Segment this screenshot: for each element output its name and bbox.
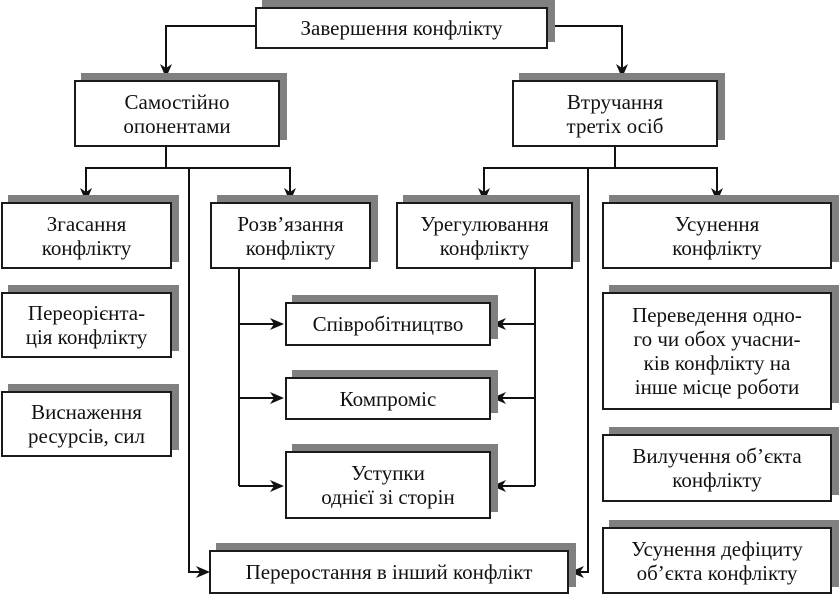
node-label: Переростання в інший конфлікт	[245, 560, 533, 584]
connector-self-escalation	[188, 168, 204, 573]
node-root: Завершення конфлікту	[255, 7, 548, 49]
node-label: Вилучення об’єкта конфлікту	[632, 444, 802, 492]
node-root-label: Завершення конфлікту	[300, 16, 503, 40]
node-label: Переведення одно- го чи обох учасни- ків…	[632, 303, 802, 399]
node-resolution: Розв’язання конфлікту	[210, 202, 371, 269]
node-reorientation: Переорієнта- ція конфлікту	[1, 292, 172, 358]
node-label: Усунення дефіциту об’єкта конфлікту	[631, 536, 803, 585]
node-cooperation: Співробітництво	[285, 302, 491, 346]
arrow-head	[196, 566, 210, 578]
arrow-head	[616, 64, 628, 78]
connector-root-left	[165, 25, 255, 70]
arrow-head	[711, 188, 723, 202]
connector-third-bar	[483, 167, 718, 196]
arrow-head	[492, 392, 506, 404]
arrow-head	[478, 188, 490, 202]
node-label: Уступки однієї зі сторін	[321, 461, 455, 509]
node-fading: Згасання конфлікту	[1, 202, 172, 269]
node-label: Урегулювання конфлікту	[420, 211, 549, 260]
arrow-head	[570, 566, 584, 578]
node-label: Компроміс	[339, 386, 437, 411]
node-label: Переорієнта- ція конфлікту	[25, 301, 148, 349]
node-settlement: Урегулювання конфлікту	[396, 202, 573, 269]
node-label: Розв’язання конфлікту	[237, 211, 344, 260]
node-concession: Уступки однієї зі сторін	[285, 451, 491, 519]
arrow-head	[270, 318, 284, 330]
node-label: Втручання третіх осіб	[566, 89, 664, 138]
node-label: Згасання конфлікту	[41, 211, 132, 260]
node-label: Самостійно опонентами	[123, 89, 231, 138]
arrow-head	[284, 188, 296, 202]
arrow-head	[270, 480, 284, 492]
node-escalation: Переростання в інший конфлікт	[209, 550, 569, 594]
connector-third-escalation	[576, 168, 589, 573]
node-third-party: Втручання третіх осіб	[512, 80, 718, 147]
connector-root-right	[548, 25, 623, 70]
node-label: Співробітництво	[312, 312, 464, 336]
arrow-head	[492, 318, 506, 330]
node-deficit: Усунення дефіциту об’єкта конфлікту	[602, 527, 832, 594]
node-removal: Вилучення об’єкта конфлікту	[602, 434, 832, 502]
node-label: Виснаження ресурсів, сил	[28, 400, 145, 448]
arrow-head	[80, 188, 92, 202]
node-self-resolution: Самостійно опонентами	[74, 80, 280, 147]
node-label: Усунення конфлікту	[672, 211, 762, 260]
arrow-head	[160, 64, 172, 78]
arrow-head	[270, 392, 284, 404]
node-exhaustion: Виснаження ресурсів, сил	[1, 391, 172, 457]
arrow-head	[492, 480, 506, 492]
node-compromise: Компроміс	[285, 377, 491, 420]
node-elimination: Усунення конфлікту	[602, 202, 832, 269]
node-transfer: Переведення одно- го чи обох учасни- ків…	[602, 292, 832, 410]
